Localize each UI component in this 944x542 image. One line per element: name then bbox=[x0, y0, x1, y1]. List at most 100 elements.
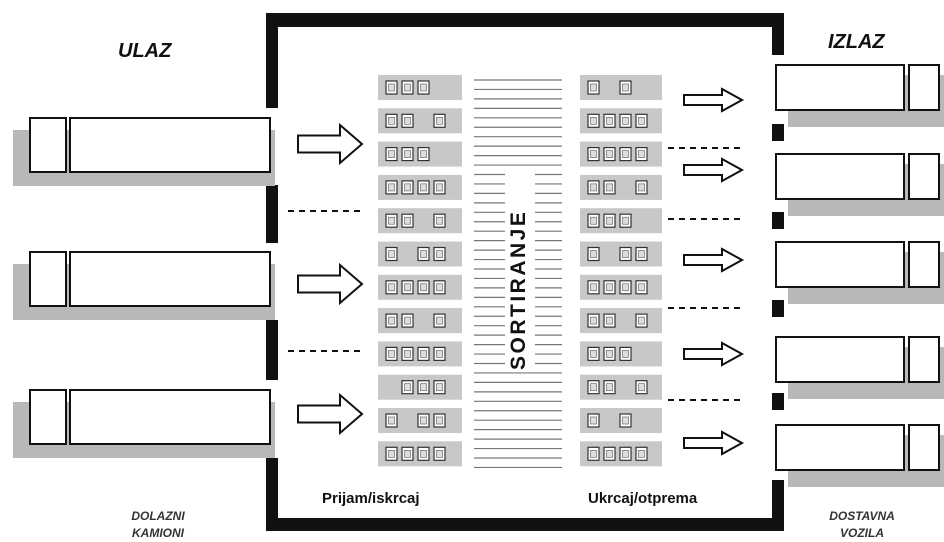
shelf-row bbox=[378, 341, 462, 367]
right-arrow-icon bbox=[683, 247, 745, 273]
dock-separators bbox=[288, 147, 742, 401]
pallet-box-inner bbox=[420, 83, 427, 92]
pallet-box-inner bbox=[622, 150, 629, 158]
pallet-box-inner bbox=[388, 449, 395, 458]
right-wall-segment bbox=[772, 393, 784, 410]
pallet-box-inner bbox=[606, 150, 613, 158]
pallet-box-inner bbox=[420, 250, 427, 258]
shelf-row bbox=[580, 75, 662, 100]
truck-cab bbox=[29, 251, 67, 307]
pallet-box-inner bbox=[638, 250, 645, 258]
pallet-box-inner bbox=[638, 383, 645, 392]
vehicle-cargo bbox=[775, 336, 905, 383]
pallet-box-inner bbox=[638, 449, 645, 458]
shelf-row bbox=[580, 441, 662, 467]
right-wall-segment bbox=[772, 13, 784, 55]
receiving-shelves bbox=[378, 75, 462, 467]
pallet-box-inner bbox=[590, 117, 597, 125]
pallet-box-inner bbox=[404, 183, 411, 192]
pallet-box-inner bbox=[622, 216, 629, 225]
shelf-row bbox=[580, 241, 662, 267]
shelf-row bbox=[378, 274, 462, 300]
pallet-box-inner bbox=[388, 183, 395, 192]
left-wall-segment bbox=[266, 13, 278, 108]
incoming-trucks-label-line1: DOLAZNI bbox=[131, 509, 185, 523]
pallet-box-inner bbox=[436, 416, 443, 425]
pallet-box-inner bbox=[638, 316, 645, 325]
sorting-label-bg bbox=[505, 170, 535, 370]
delivery-vehicles-label-line1: DOSTAVNA bbox=[829, 509, 895, 523]
pallet-box-inner bbox=[590, 83, 597, 92]
right-wall-segment bbox=[772, 124, 784, 141]
shelf-row bbox=[378, 75, 462, 100]
pallet-box-inner bbox=[388, 350, 395, 358]
pallet-box-inner bbox=[590, 250, 597, 258]
vehicle-cab bbox=[908, 424, 940, 471]
pallet-box-inner bbox=[638, 117, 645, 125]
pallet-box-inner bbox=[622, 250, 629, 258]
truck-trailer bbox=[69, 251, 271, 307]
pallet-box-inner bbox=[590, 183, 597, 192]
pallet-box-inner bbox=[590, 283, 597, 292]
vehicle-cab bbox=[908, 64, 940, 111]
truck-cab bbox=[29, 389, 67, 445]
pallet-box-inner bbox=[606, 449, 613, 458]
pallet-box-inner bbox=[388, 117, 395, 125]
right-arrow-icon bbox=[297, 262, 364, 306]
left-wall-segment bbox=[266, 458, 278, 531]
shelf-row bbox=[378, 208, 462, 234]
pallet-box-inner bbox=[420, 416, 427, 425]
incoming-trucks bbox=[13, 117, 275, 458]
left-wall-segment bbox=[266, 320, 278, 380]
pallet-box-inner bbox=[388, 83, 395, 92]
shelf-row bbox=[580, 274, 662, 300]
shelf-row bbox=[378, 241, 462, 267]
delivery-vehicles-label-line2: VOZILA bbox=[840, 526, 884, 540]
pallet-box-inner bbox=[436, 383, 443, 392]
right-arrow-icon bbox=[683, 157, 745, 183]
pallet-box-inner bbox=[436, 250, 443, 258]
pallet-box-inner bbox=[420, 150, 427, 158]
pallet-box-inner bbox=[420, 183, 427, 192]
shelf-row bbox=[378, 174, 462, 200]
incoming-trucks-label-line2: KAMIONI bbox=[132, 526, 185, 540]
vehicle-cargo bbox=[775, 424, 905, 471]
pallet-box-inner bbox=[590, 316, 597, 325]
pallet-box-inner bbox=[606, 316, 613, 325]
sorting-label: SORTIRANJE bbox=[507, 210, 530, 370]
shelf-row bbox=[378, 108, 462, 134]
shelf-row bbox=[378, 308, 462, 334]
pallet-box-inner bbox=[606, 283, 613, 292]
right-arrow-icon bbox=[683, 341, 745, 367]
delivery-vehicle bbox=[775, 241, 944, 304]
pallet-box-inner bbox=[404, 283, 411, 292]
pallet-box-inner bbox=[420, 350, 427, 358]
incoming-truck bbox=[13, 389, 275, 458]
right-wall-segment bbox=[772, 212, 784, 229]
delivery-vehicle bbox=[775, 64, 944, 127]
pallet-box-inner bbox=[404, 350, 411, 358]
truck-trailer bbox=[69, 389, 271, 445]
delivery-vehicle bbox=[775, 424, 944, 487]
right-arrow-icon bbox=[297, 392, 364, 436]
pallet-box-inner bbox=[622, 350, 629, 358]
pallet-box-inner bbox=[638, 183, 645, 192]
pallet-box-inner bbox=[404, 216, 411, 225]
shelf-row bbox=[580, 208, 662, 234]
receiving-label: Prijam/iskrcaj bbox=[322, 490, 420, 507]
pallet-box-inner bbox=[388, 150, 395, 158]
pallet-box-inner bbox=[622, 416, 629, 425]
dispatch-label: Ukrcaj/otprema bbox=[588, 490, 698, 507]
vehicle-cargo bbox=[775, 241, 905, 288]
delivery-vehicles bbox=[775, 64, 944, 487]
pallet-box-inner bbox=[436, 283, 443, 292]
pallet-box-inner bbox=[606, 383, 613, 392]
bottom-wall bbox=[266, 518, 784, 531]
pallet-box-inner bbox=[404, 150, 411, 158]
pallet-box-inner bbox=[606, 117, 613, 125]
pallet-box-inner bbox=[404, 316, 411, 325]
pallet-box-inner bbox=[638, 283, 645, 292]
shelf-row bbox=[580, 108, 662, 134]
shelf-row bbox=[378, 441, 462, 467]
shelf-row bbox=[580, 308, 662, 334]
